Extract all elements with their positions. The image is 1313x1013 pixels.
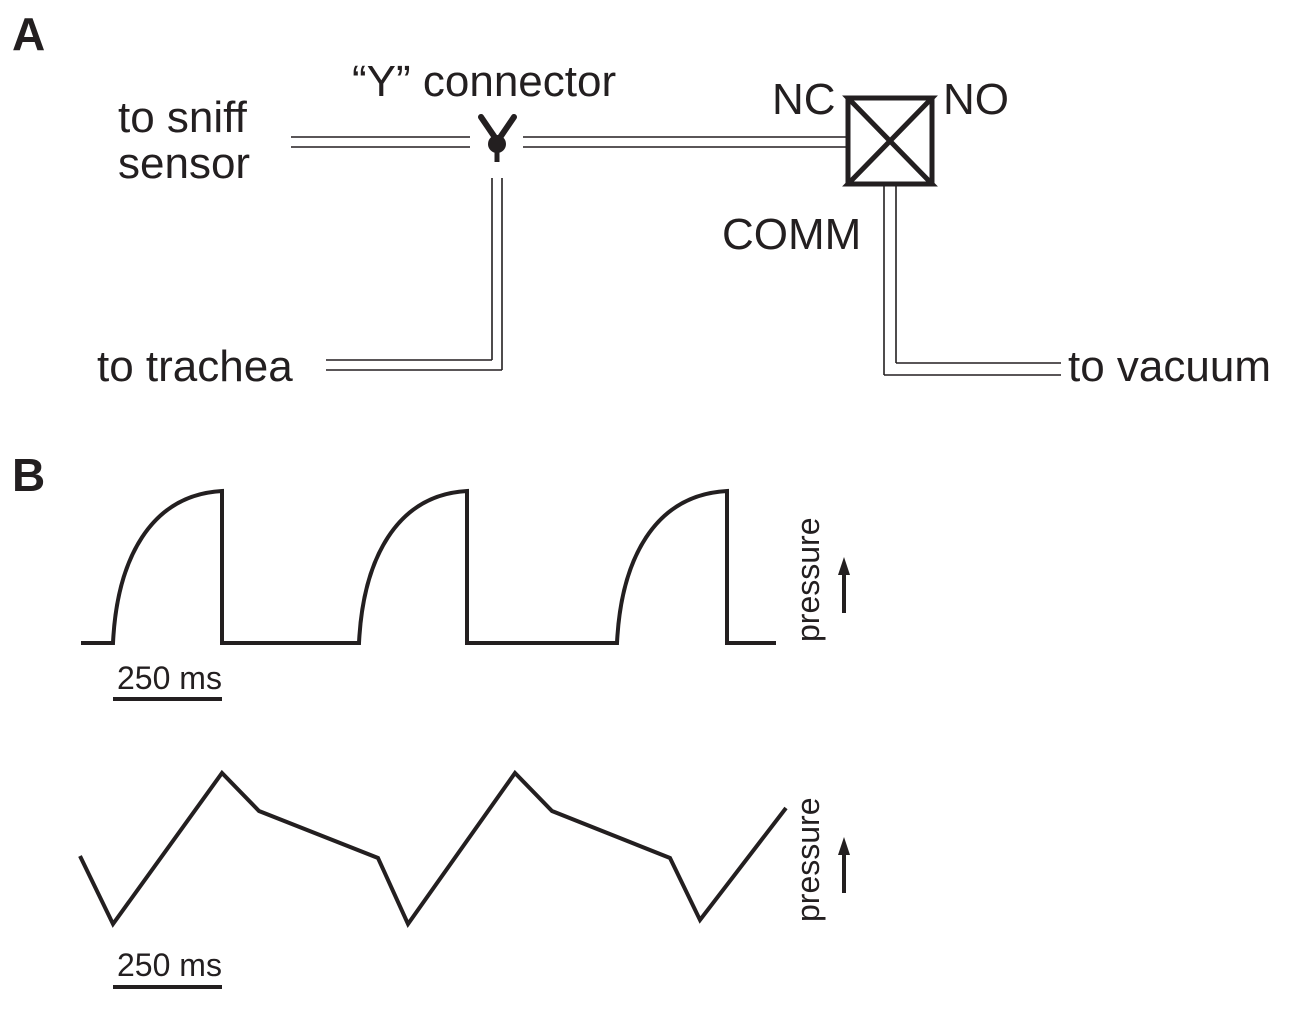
sniff-sensor-label-line1: to sniff <box>118 93 248 142</box>
valve-no-label: NO <box>943 75 1009 124</box>
panel-a-label: A <box>12 8 45 60</box>
valve-icon <box>842 95 938 187</box>
panel-a: A “Y” connector to sniff sensor to trach… <box>12 8 1271 391</box>
valve-nc-label: NC <box>772 75 836 124</box>
panel-b-label: B <box>12 449 45 501</box>
y-connector-label: “Y” connector <box>352 57 616 106</box>
pressure-trace-2: 250 ms pressure <box>78 769 850 989</box>
trace-2-scale-bar-label: 250 ms <box>117 947 222 983</box>
y-connector-icon <box>478 114 517 162</box>
trace-1-pressure-arrow-icon <box>838 557 850 613</box>
sniff-sensor-label-line2: sensor <box>118 139 250 188</box>
trace-2-waveform <box>78 769 788 928</box>
tube-to-valve <box>523 136 848 148</box>
trace-2-pressure-arrow-icon <box>838 837 850 893</box>
tube-to-vacuum <box>883 184 1061 376</box>
trace-1-waveform <box>81 488 776 645</box>
trace-1-scale-bar-label: 250 ms <box>117 660 222 696</box>
vacuum-label: to vacuum <box>1068 342 1271 391</box>
trachea-label: to trachea <box>97 342 293 391</box>
tube-to-trachea <box>326 178 503 371</box>
trace-2-axis-label: pressure <box>790 798 826 923</box>
tube-to-sniff-sensor <box>291 136 470 148</box>
panel-b: B 250 ms pressure 250 ms pressure <box>12 449 850 989</box>
valve-comm-label: COMM <box>722 210 861 259</box>
trace-1-axis-label: pressure <box>790 518 826 643</box>
pressure-trace-1: 250 ms pressure <box>81 488 850 701</box>
